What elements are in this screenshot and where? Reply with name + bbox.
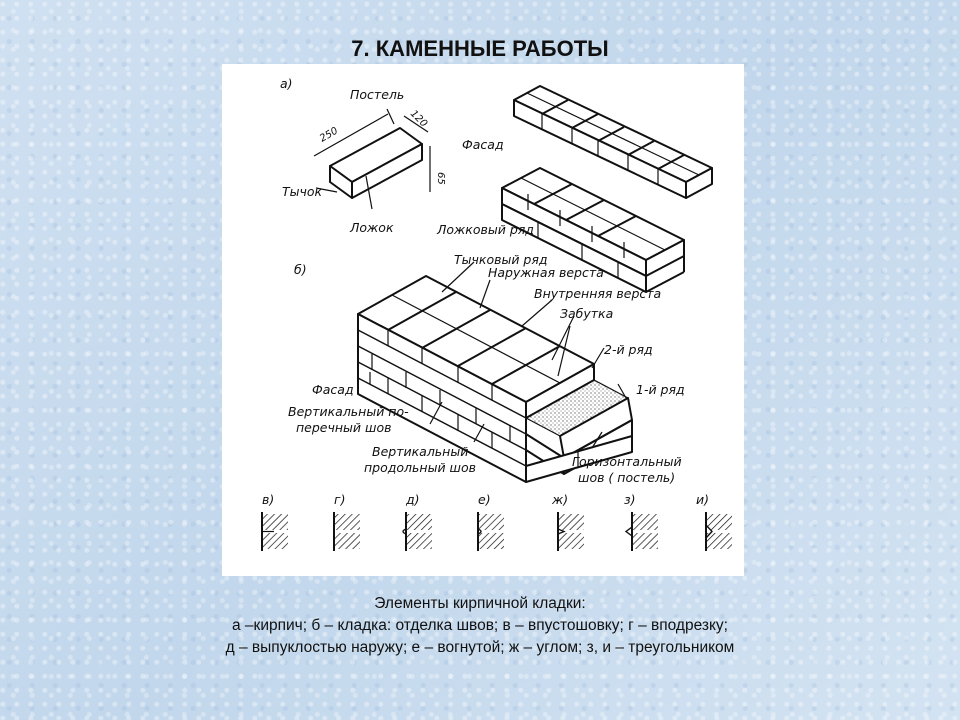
brick-wall	[357, 261, 633, 483]
joint-d: д)	[402, 492, 432, 551]
joint-profiles: в) г) д) е)	[261, 492, 732, 551]
caption-heading: Элементы кирпичной кладки:	[374, 595, 586, 612]
caption-line-1: а –кирпич; б – кладка: отделка швов; в –…	[232, 617, 728, 634]
horiz-label-2: шов ( постель)	[578, 470, 675, 485]
fasad-a-label: Фасад	[462, 137, 504, 152]
vert-pop-label-1: Вертикальный по-	[288, 404, 409, 419]
joint-g: г)	[333, 492, 360, 551]
lozhkovyi-ryad-label: Ложковый ряд	[436, 222, 534, 237]
tychkovyi-ryad-label: Тычковый ряд	[454, 252, 548, 267]
zabutka-label: Забутка	[560, 306, 613, 321]
joint-v: в)	[261, 492, 288, 551]
dim-120-label: 120	[408, 108, 429, 129]
header-course-top	[513, 85, 713, 199]
joint-v-label: в)	[262, 492, 274, 507]
fasad-b-label: Фасад	[312, 382, 354, 397]
joint-z: з)	[624, 492, 658, 551]
ryad-2-label: 2-й ряд	[604, 342, 653, 357]
vert-pop-label-2: перечный шов	[296, 420, 391, 435]
lozhok-label: Ложок	[349, 220, 394, 235]
joint-e-label: е)	[478, 492, 491, 507]
joint-e: е)	[477, 492, 504, 551]
joint-d-label: д)	[405, 492, 420, 507]
horiz-label-1: Горизонтальный	[572, 454, 682, 469]
vert-prod-label-2: продольный шов	[364, 460, 476, 475]
ryad-1-label: 1-й ряд	[636, 382, 685, 397]
panel-a-label: а)	[280, 76, 293, 91]
joint-zh: ж)	[551, 492, 584, 551]
joint-z-label: з)	[624, 492, 636, 507]
tychok-label: Тычок	[282, 184, 323, 199]
dim-250-label: 250	[318, 126, 340, 145]
brickwork-diagram: а) Постель 250 120 65 Тычок Ложок Фасад …	[222, 64, 744, 576]
naruzhnaya-versta-label: Наружная верста	[488, 265, 604, 280]
joint-zh-label: ж)	[551, 492, 568, 507]
postel-label: Постель	[350, 87, 404, 102]
joint-i-label: и)	[696, 492, 709, 507]
vert-prod-label-1: Вертикальный	[372, 444, 468, 459]
figure-caption: Элементы кирпичной кладки: а –кирпич; б …	[0, 593, 960, 659]
panel-b-label: б)	[294, 262, 307, 277]
single-brick	[313, 108, 431, 210]
page-title: 7. КАМЕННЫЕ РАБОТЫ	[351, 36, 609, 61]
diagram-svg: а) Постель 250 120 65 Тычок Ложок Фасад …	[261, 76, 732, 551]
joint-g-label: г)	[334, 492, 345, 507]
joint-i: и)	[696, 492, 732, 551]
stretcher-course-block	[501, 167, 685, 293]
caption-line-2: д – выпуклостью наружу; е – вогнутой; ж …	[225, 639, 735, 656]
vnutrennyaya-versta-label: Внутренняя верста	[534, 286, 661, 301]
dim-65-label: 65	[435, 172, 446, 185]
